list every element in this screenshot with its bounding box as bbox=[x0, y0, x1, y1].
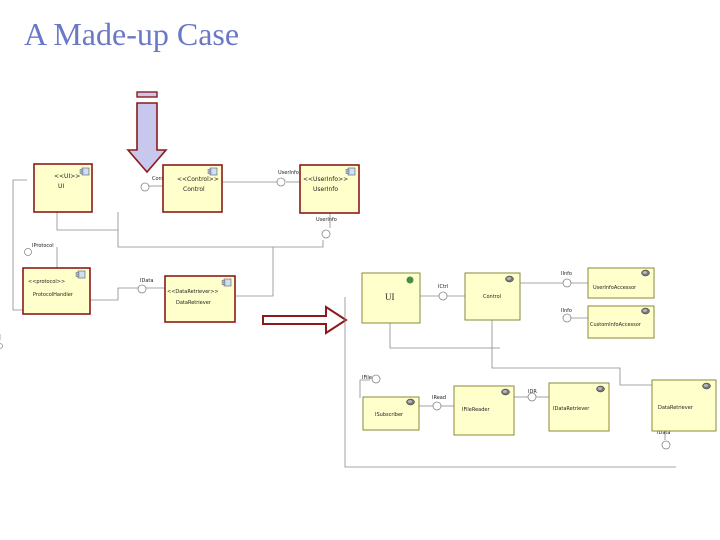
interface-label-ictrl: ICtrl bbox=[438, 284, 448, 290]
interface-protocol bbox=[24, 248, 32, 256]
interface-label-data: IData bbox=[140, 278, 153, 284]
component-protocolhandler: <<protocol>> ProtocolHandler bbox=[22, 267, 91, 315]
interface-idata bbox=[661, 440, 671, 450]
right-arrow-icon bbox=[262, 305, 348, 335]
interface-iinfo-2 bbox=[562, 313, 572, 323]
component-dataretriever-r: DataRetriever bbox=[651, 379, 717, 432]
interface-label-idata: IData bbox=[657, 430, 670, 436]
interface-label-protocol: IProtocol bbox=[32, 243, 54, 249]
component-name: UserInfoAccessor bbox=[593, 285, 637, 291]
component-name: Control bbox=[183, 186, 205, 193]
component-name: ProtocolHandler bbox=[33, 292, 74, 298]
component-control: <<Control>> Control bbox=[162, 164, 223, 213]
component-idataretriever: IDataRetriever bbox=[548, 382, 610, 432]
interface-label-ifile: IFile bbox=[362, 375, 372, 381]
interface-userinfo-2 bbox=[321, 229, 331, 239]
component-isubscriber: ISubscriber bbox=[362, 396, 420, 431]
component-ifilereader: IFileReader bbox=[453, 385, 515, 436]
component-custominfoaccessor: CustomInfoAccessor bbox=[587, 305, 655, 339]
interface-label-iinfo: IInfo bbox=[561, 271, 572, 277]
component-stereo: <<Control>> bbox=[177, 176, 219, 183]
component-name: UI bbox=[385, 292, 395, 302]
interface-userinfo bbox=[276, 177, 286, 187]
component-name: DataRetriever bbox=[658, 405, 694, 411]
component-stereo: <<UI>> bbox=[54, 173, 80, 180]
component-stereo: <<DataRetriever>> bbox=[167, 289, 219, 295]
component-name: ISubscriber bbox=[375, 412, 404, 418]
component-name: DataRetriever bbox=[176, 300, 212, 306]
component-name: UserInfo bbox=[313, 186, 338, 193]
interface-label-userinfo: UserInfo bbox=[278, 170, 299, 176]
interface-control bbox=[140, 182, 150, 192]
interface-idr bbox=[527, 392, 537, 402]
component-userinfoaccessor: UserInfoAccessor bbox=[587, 267, 655, 299]
component-name: CustomInfoAccessor bbox=[590, 322, 642, 328]
component-name: IFileReader bbox=[462, 407, 490, 413]
component-control-r: Control bbox=[464, 272, 521, 321]
component-dataretriever: <<DataRetriever>> DataRetriever bbox=[164, 275, 236, 323]
interface-label-iinfo-2: IInfo bbox=[561, 308, 572, 314]
component-stereo: <<protocol>> bbox=[28, 279, 65, 285]
interface-label-iread: IRead bbox=[432, 395, 446, 401]
interface-label-idr: IDR bbox=[528, 389, 537, 395]
interface-ictrl bbox=[438, 291, 448, 301]
interface-data bbox=[137, 284, 147, 294]
component-ui: <<UI>> UI bbox=[33, 163, 93, 213]
interface-iread bbox=[432, 401, 442, 411]
interface-iinfo bbox=[562, 278, 572, 288]
component-stereo: <<UserInfo>> bbox=[303, 176, 348, 183]
component-name: Control bbox=[483, 294, 501, 300]
component-ui-r: UI bbox=[361, 272, 421, 324]
slide-title: A Made-up Case bbox=[24, 16, 240, 52]
component-userinfo: <<UserInfo>> UserInfo bbox=[299, 164, 360, 214]
component-name: UI bbox=[58, 183, 64, 190]
component-name: IDataRetriever bbox=[553, 406, 590, 412]
interface-label-userinfo-2: UserInfo bbox=[316, 217, 337, 223]
interface-label-control: Control bbox=[152, 176, 170, 182]
interface-ifile bbox=[371, 374, 381, 384]
down-arrow-icon bbox=[126, 91, 168, 174]
